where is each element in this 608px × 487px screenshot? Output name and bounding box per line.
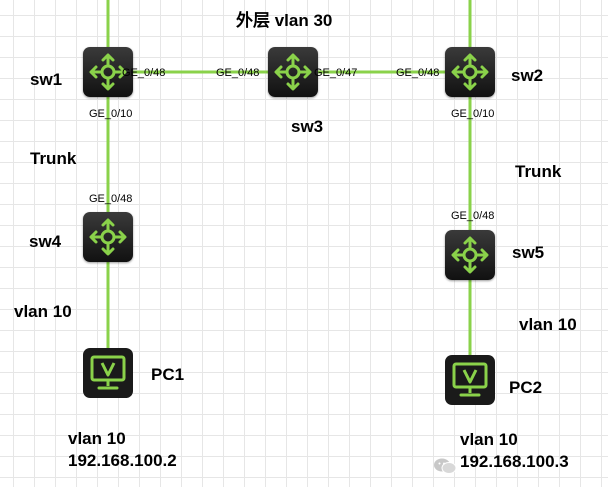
pc-monitor-icon <box>83 348 133 398</box>
switch-sw5[interactable] <box>445 230 495 280</box>
router-switch-icon <box>451 53 489 91</box>
pc-pc1[interactable] <box>83 348 133 398</box>
trunk-label-right: Trunk <box>515 162 562 181</box>
device-label-sw4: sw4 <box>29 232 62 251</box>
trunk-label-left: Trunk <box>30 149 77 168</box>
router-switch-icon <box>89 53 127 91</box>
device-label-pc1: PC1 <box>151 365 185 384</box>
switch-sw3[interactable] <box>268 47 318 97</box>
pc1-vlan-label: vlan 10 <box>68 429 126 448</box>
port-label-sw5-ge048: GE_0/48 <box>451 210 495 222</box>
router-switch-icon <box>89 218 127 256</box>
vlan-label-left: vlan 10 <box>14 302 72 321</box>
port-label-sw1-ge048: GE_0/48 <box>122 67 166 79</box>
router-switch-icon <box>451 236 489 274</box>
device-label-sw2: sw2 <box>511 66 544 85</box>
pc-pc2[interactable] <box>445 355 495 405</box>
outer-vlan-label: 外层 vlan 30 <box>236 11 333 30</box>
port-label-sw3-ge047: GE_0/47 <box>314 67 358 79</box>
pc2-vlan-label: vlan 10 <box>460 430 518 449</box>
port-label-sw1-ge010: GE_0/10 <box>89 108 133 120</box>
device-label-pc2: PC2 <box>509 378 543 397</box>
port-label-sw4-ge048: GE_0/48 <box>89 193 133 205</box>
switch-sw1[interactable] <box>83 47 133 97</box>
switch-sw4[interactable] <box>83 212 133 262</box>
pc-monitor-icon <box>445 355 495 405</box>
port-label-sw2-ge010: GE_0/10 <box>451 108 495 120</box>
switch-sw2[interactable] <box>445 47 495 97</box>
pc1-ip-label: 192.168.100.2 <box>68 451 177 470</box>
pc2-ip-label: 192.168.100.3 <box>460 452 569 471</box>
device-label-sw5: sw5 <box>512 243 545 262</box>
port-label-sw2-ge048: GE_0/48 <box>396 67 440 79</box>
device-label-sw3: sw3 <box>291 117 324 136</box>
router-switch-icon <box>274 53 312 91</box>
wechat-icon <box>434 458 457 474</box>
port-label-sw3-ge048: GE_0/48 <box>216 67 260 79</box>
device-label-sw1: sw1 <box>30 70 63 89</box>
vlan-label-right: vlan 10 <box>519 315 577 334</box>
